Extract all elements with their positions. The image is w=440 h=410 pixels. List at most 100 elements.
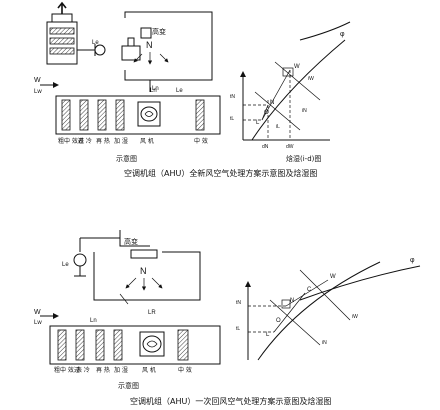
bottom-iso-enthalpy-w (299, 269, 351, 321)
bottom-section-1: 表 冷 (76, 366, 90, 374)
bottom-ahu-casing (49, 325, 221, 365)
bottom-chart-c: C (307, 287, 312, 293)
bottom-chart-tn: tN (236, 300, 241, 306)
top-mid-filter (195, 99, 205, 131)
bottom-chart-tl: tL (236, 326, 240, 332)
bottom-section-0: 粗中 效过 (54, 366, 80, 374)
bottom-mid-filter (177, 329, 189, 361)
bottom-phi-curve (299, 265, 421, 301)
top-psychro-chart: W N L O φ tN tL iW iN iL dN dW 焓湿(i-d)图 (230, 21, 351, 163)
fresh-air-lw-label: Lw (34, 89, 42, 95)
room-equipment-box (121, 45, 141, 61)
room-equipment-top (127, 37, 135, 46)
exhaust-housing (46, 21, 78, 65)
exhaust-le-label: Le (92, 40, 99, 46)
top-chart-l: L (256, 120, 260, 126)
exhaust-filter-2 (49, 37, 75, 45)
top-schematic-caption: 示意图 (116, 154, 137, 163)
bottom-fan-icon (142, 335, 162, 353)
top-chart-iw: iW (308, 76, 314, 82)
top-process-wl (261, 69, 291, 121)
top-ahu: Le Ln (55, 88, 221, 135)
bottom-exhaust-le-label: Le (62, 262, 69, 268)
room-n-symbol: N (146, 40, 153, 50)
exhaust-tower: Le (46, 1, 106, 65)
bottom-section-4: 风 机 (142, 366, 156, 374)
fresh-air-w-symbol: W (34, 77, 41, 84)
bottom-exhaust-base (74, 266, 86, 277)
top-fan-box (137, 101, 161, 127)
bottom-lr-label: LR (148, 310, 156, 316)
bottom-process-cl (273, 292, 306, 333)
bottom-chart-l: L (266, 332, 270, 338)
bottom-section-5: 中 效 (178, 366, 192, 374)
room: 高变 N (121, 11, 213, 81)
bottom-room-diffuse-arrow (151, 277, 163, 289)
bottom-psychro-chart: W N C L O φ tN tL iW iN (236, 257, 421, 361)
top-iso-enthalpy-n (254, 91, 301, 131)
top-process-ln (261, 104, 269, 121)
exhaust-cap (51, 13, 73, 23)
top-prefilter (61, 99, 71, 131)
top-section-5: 中 效 (194, 137, 208, 145)
top-saturation-curve (251, 39, 346, 141)
bottom-fresh-air-w-symbol: W (34, 309, 41, 316)
bottom-gao-ya-box (130, 249, 158, 259)
bottom-exhaust-valve-icon (73, 253, 87, 267)
room-return-arrow (133, 53, 143, 63)
bottom-return-damper (119, 293, 129, 305)
bottom-chart-o: O (276, 318, 281, 324)
bottom-humidifier (113, 329, 123, 361)
bottom-iso-enthalpy-n (269, 299, 321, 346)
bottom-fan-blade (146, 340, 158, 348)
top-schematic: Le 高变 N W Lw Ln (34, 1, 221, 163)
top-cooling-coil (79, 99, 89, 131)
room-outline (124, 11, 213, 81)
bottom-section-2: 再 热 (96, 366, 110, 374)
room-diffuse-arrow (159, 53, 169, 63)
bottom-cooling-coil (75, 329, 85, 361)
top-chart-tn: tN (230, 94, 235, 100)
bottom-room-link (80, 230, 150, 247)
top-fan-icon (140, 106, 158, 122)
bottom-ln-label: Ln (90, 318, 97, 324)
top-chart-caption: 焓湿(i-d)图 (286, 154, 321, 163)
bottom-section-3: 加 湿 (114, 366, 128, 374)
bottom-room-n-symbol: N (140, 266, 147, 276)
top-chart-dn: dN (262, 144, 269, 150)
supply-ln-label: Ln (152, 86, 159, 92)
bottom-saturation-curve (257, 261, 381, 361)
bottom-chart-w: W (330, 274, 336, 280)
top-section-1: 表 冷 (78, 137, 92, 145)
bottom-chart-n: N (290, 298, 294, 304)
top-chart-tl: tL (230, 116, 234, 122)
top-section-4: 风 机 (140, 137, 154, 145)
bottom-ahu (49, 325, 221, 365)
bottom-reheat-coil (95, 329, 105, 361)
top-ahu-casing (55, 95, 221, 135)
top-section-0: 粗中 效过 (58, 137, 84, 145)
bottom-chart-iw: iW (352, 314, 358, 320)
exhaust-filter-3 (49, 47, 75, 55)
top-chart-o: O (264, 110, 269, 116)
bottom-gao-ya-label: 高变 (124, 237, 138, 246)
bottom-chart-phi: φ (410, 257, 415, 264)
top-chart-in: iN (302, 108, 307, 114)
bottom-mix-line (285, 279, 329, 307)
bottom-schematic: Le 高变 N LR W Lw Ln (34, 230, 221, 390)
bottom-room: 高变 N LR (80, 230, 201, 316)
bottom-figure-caption: 空调机组（AHU）一次回风空气处理方案示意图及焓湿图 (130, 396, 331, 406)
top-humidifier (115, 99, 125, 131)
top-section-labels: 粗中 效过 表 冷 再 热 加 湿 风 机 中 效 (58, 137, 208, 145)
gao-ya-label: 高变 (152, 27, 166, 36)
top-figure-caption: 空调机组（AHU）全新风空气处理方案示意图及焓湿图 (124, 168, 317, 178)
top-section-2: 再 热 (96, 137, 110, 145)
top-iso-enthalpy-w (274, 61, 321, 101)
bottom-room-return-arrow (125, 277, 137, 289)
bottom-fresh-air-lw-label: Lw (34, 320, 42, 326)
top-chart-n: N (270, 100, 274, 106)
exhaust-filter-1 (49, 27, 75, 35)
top-chart-dw: dW (286, 144, 294, 150)
